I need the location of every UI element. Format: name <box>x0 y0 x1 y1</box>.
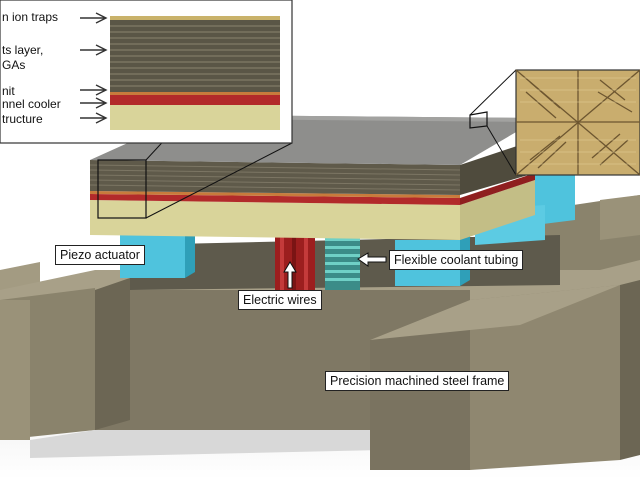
stage-stack <box>89 115 540 240</box>
label-electric-wires: Electric wires <box>238 290 322 310</box>
arrow-electric-wires <box>283 261 297 289</box>
inset-label-channel-cooler: nnel cooler <box>2 97 61 111</box>
inset-label-gas: GAs <box>2 58 26 72</box>
inset-label-layer: ts layer, <box>2 43 44 57</box>
label-coolant-tubing: Flexible coolant tubing <box>389 250 524 270</box>
label-piezo-actuator: Piezo actuator <box>55 245 145 265</box>
inset-surface-pattern <box>515 69 640 176</box>
zoom-line-right-bottom <box>486 125 517 176</box>
callout-arrows <box>283 252 387 289</box>
inset-label-unit: nit <box>2 84 15 98</box>
zoom-line-right-top <box>469 69 517 116</box>
zoom-box-stack <box>97 159 147 219</box>
coolant-tubing <box>325 235 360 290</box>
zoom-line-bottom <box>145 142 293 219</box>
inset-label-structure: tructure <box>2 112 43 126</box>
electric-wire-bundle <box>275 235 315 290</box>
label-steel-frame: Precision machined steel frame <box>325 371 510 391</box>
arrow-coolant <box>357 252 387 267</box>
inset-layer-stack <box>0 0 293 144</box>
inset-label-ion-traps: n ion traps <box>2 10 59 24</box>
